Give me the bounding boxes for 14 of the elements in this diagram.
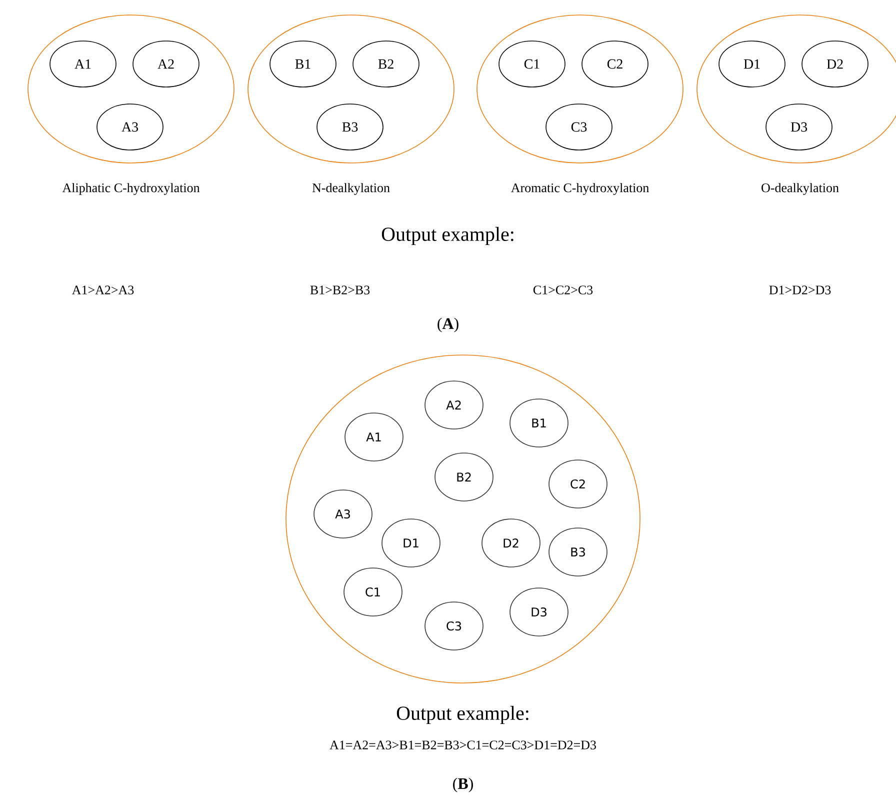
output-sequence: A1=A2=A3>B1=B2=B3>C1=C2=C3>D1=D2=D3 <box>330 740 596 750</box>
group-heading: Aromatic C-hydroxylation <box>511 183 649 195</box>
panel-label: (B) <box>453 778 473 792</box>
group-circle <box>286 354 640 684</box>
group-heading: Aliphatic C-hydroxylation <box>62 183 200 195</box>
heading: Output example: <box>382 226 514 246</box>
output-sequence: B1>B2>B3 <box>310 286 370 294</box>
output-sequence: D1>D2>D3 <box>769 286 831 294</box>
group-heading: O-dealkylation <box>762 183 839 195</box>
heading: Output example: <box>396 706 528 724</box>
panel-label: (A) <box>438 318 458 332</box>
output-sequence: A1>A2>A3 <box>72 286 134 294</box>
group-heading: N-dealkylation <box>312 183 390 195</box>
output-sequence: C1>C2>C3 <box>533 286 593 294</box>
